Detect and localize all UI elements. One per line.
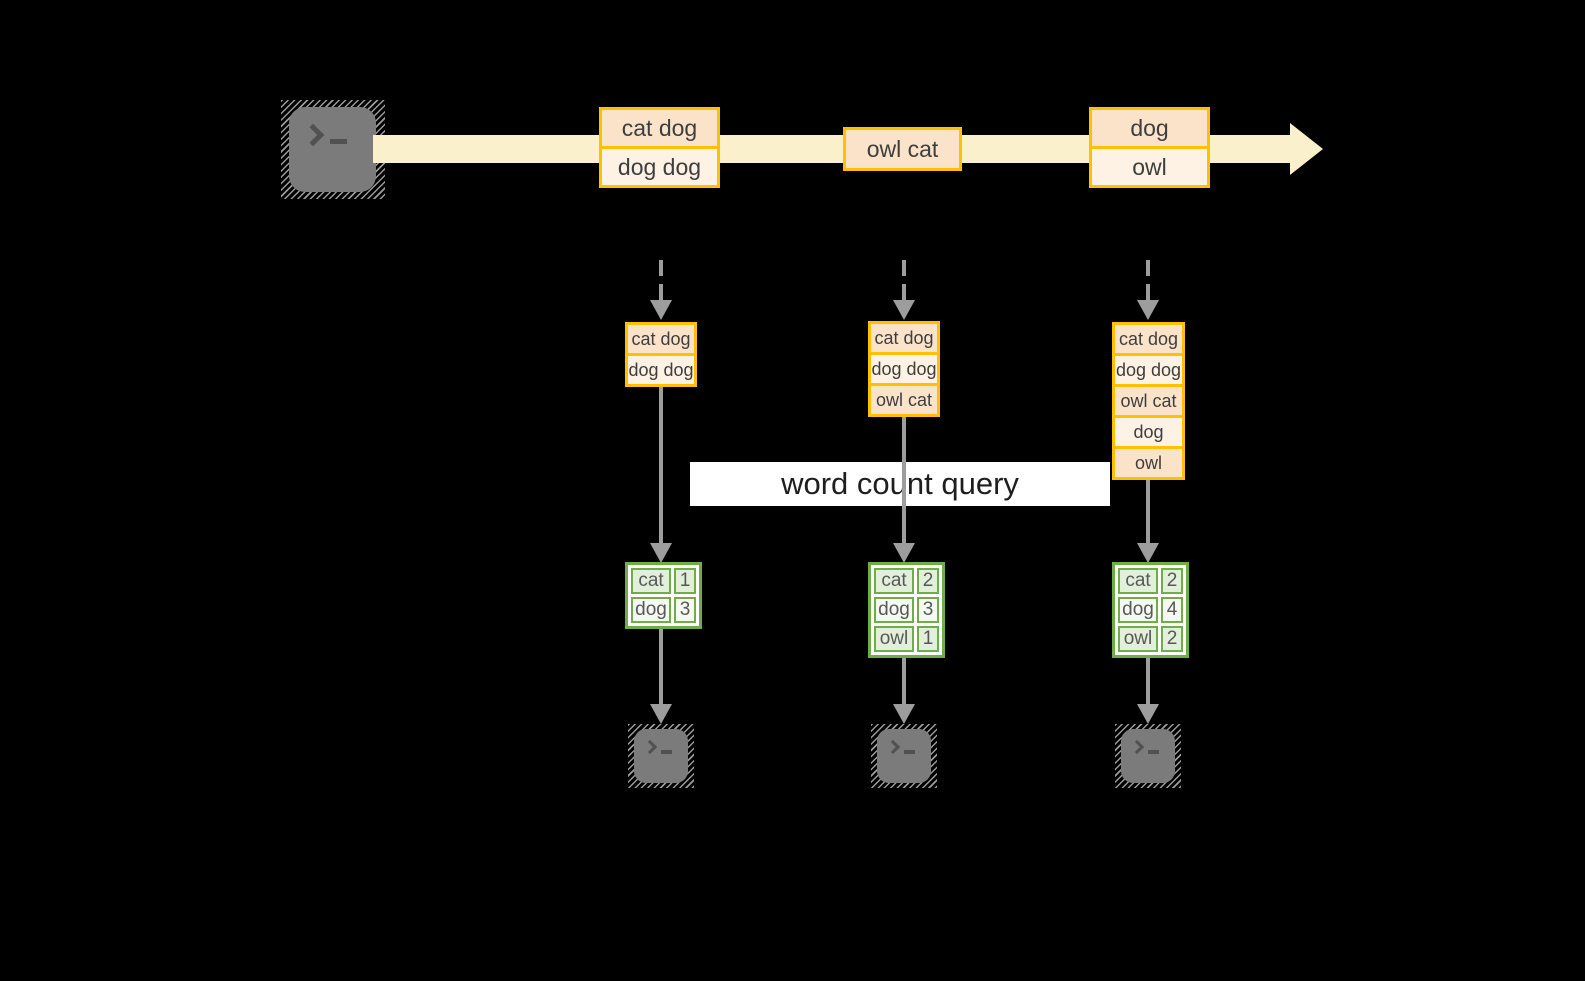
dashed-arrow-segment xyxy=(1146,260,1150,276)
connector-line xyxy=(659,629,663,704)
sink-terminal-icon xyxy=(628,724,694,788)
down-arrowhead-icon xyxy=(893,543,915,563)
down-arrowhead-icon xyxy=(1137,300,1159,320)
input-stack-1: cat dog dog dog xyxy=(625,322,697,387)
dashed-arrow-segment xyxy=(659,260,663,276)
prompt-chevron-icon xyxy=(642,739,658,755)
terminal-screen xyxy=(289,107,376,192)
terminal-screen xyxy=(877,729,931,783)
prompt-chevron-icon xyxy=(1129,739,1145,755)
count-cell: 2 xyxy=(1161,568,1183,594)
stack-line: cat dog xyxy=(628,325,694,353)
table-row: dog 4 xyxy=(1118,597,1183,623)
dashed-arrow-segment xyxy=(902,260,906,276)
terminal-prompt-icon xyxy=(885,739,915,755)
down-arrowhead-icon xyxy=(893,704,915,724)
sink-terminal-icon xyxy=(871,724,937,788)
prompt-cursor-icon xyxy=(904,750,915,754)
stream-batch-1: cat dog dog dog xyxy=(599,107,720,188)
count-cell: 2 xyxy=(917,568,939,594)
stream-batch-2: owl cat xyxy=(843,127,962,171)
connector-line xyxy=(659,387,663,543)
terminal-prompt-icon xyxy=(642,739,672,755)
word-cell: cat xyxy=(631,568,671,594)
stack-line: dog dog xyxy=(628,353,694,384)
batch-line: dog xyxy=(1092,110,1207,146)
input-stack-3: cat dog dog dog owl cat dog owl xyxy=(1112,322,1185,480)
stream-batch-3: dog owl xyxy=(1089,107,1210,188)
batch-line: owl cat xyxy=(846,130,959,168)
word-cell: dog xyxy=(1118,597,1158,623)
stack-line: owl cat xyxy=(871,383,937,414)
table-row: cat 1 xyxy=(631,568,696,594)
batch-line: owl xyxy=(1092,146,1207,185)
word-cell: owl xyxy=(1118,626,1158,652)
count-cell: 1 xyxy=(674,568,696,594)
stack-line: owl xyxy=(1115,446,1182,477)
wordcount-table-1: cat 1 dog 3 xyxy=(625,562,702,629)
dashed-arrow-segment xyxy=(1146,284,1150,300)
word-cell: dog xyxy=(631,597,671,623)
down-arrowhead-icon xyxy=(893,300,915,320)
batch-line: cat dog xyxy=(602,110,717,146)
terminal-screen xyxy=(1121,729,1175,783)
prompt-chevron-icon xyxy=(885,739,901,755)
dashed-arrow-segment xyxy=(659,284,663,300)
prompt-cursor-icon xyxy=(661,750,672,754)
word-cell: owl xyxy=(874,626,914,652)
stack-line: cat dog xyxy=(871,324,937,352)
prompt-cursor-icon xyxy=(330,139,347,144)
table-row: owl 1 xyxy=(874,626,939,652)
terminal-screen xyxy=(634,729,688,783)
wordcount-table-2: cat 2 dog 3 owl 1 xyxy=(868,562,945,658)
connector-line xyxy=(1146,658,1150,704)
terminal-prompt-icon xyxy=(301,123,347,147)
connector-line xyxy=(902,417,906,543)
table-row: owl 2 xyxy=(1118,626,1183,652)
table-row: dog 3 xyxy=(874,597,939,623)
prompt-cursor-icon xyxy=(1148,750,1159,754)
down-arrowhead-icon xyxy=(1137,543,1159,563)
count-cell: 2 xyxy=(1161,626,1183,652)
count-cell: 1 xyxy=(917,626,939,652)
prompt-chevron-icon xyxy=(301,123,325,147)
table-row: cat 2 xyxy=(874,568,939,594)
word-cell: cat xyxy=(1118,568,1158,594)
batch-line: dog dog xyxy=(602,146,717,185)
count-cell: 4 xyxy=(1161,597,1183,623)
stack-line: dog dog xyxy=(871,352,937,383)
dashed-arrow-segment xyxy=(902,284,906,300)
wordcount-table-3: cat 2 dog 4 owl 2 xyxy=(1112,562,1189,658)
stack-line: cat dog xyxy=(1115,325,1182,353)
table-row: cat 2 xyxy=(1118,568,1183,594)
down-arrowhead-icon xyxy=(650,300,672,320)
source-terminal-icon xyxy=(281,100,385,199)
table-row: dog 3 xyxy=(631,597,696,623)
terminal-prompt-icon xyxy=(1129,739,1159,755)
count-cell: 3 xyxy=(917,597,939,623)
stack-line: dog dog xyxy=(1115,353,1182,384)
connector-line xyxy=(902,658,906,704)
query-label: word count query xyxy=(690,462,1110,506)
input-stack-2: cat dog dog dog owl cat xyxy=(868,321,940,417)
down-arrowhead-icon xyxy=(650,543,672,563)
stream-arrowhead-icon xyxy=(1290,123,1323,175)
word-cell: cat xyxy=(874,568,914,594)
stack-line: dog xyxy=(1115,415,1182,446)
down-arrowhead-icon xyxy=(1137,704,1159,724)
count-cell: 3 xyxy=(674,597,696,623)
word-cell: dog xyxy=(874,597,914,623)
sink-terminal-icon xyxy=(1115,724,1181,788)
down-arrowhead-icon xyxy=(650,704,672,724)
stack-line: owl cat xyxy=(1115,384,1182,415)
connector-line xyxy=(1146,480,1150,543)
